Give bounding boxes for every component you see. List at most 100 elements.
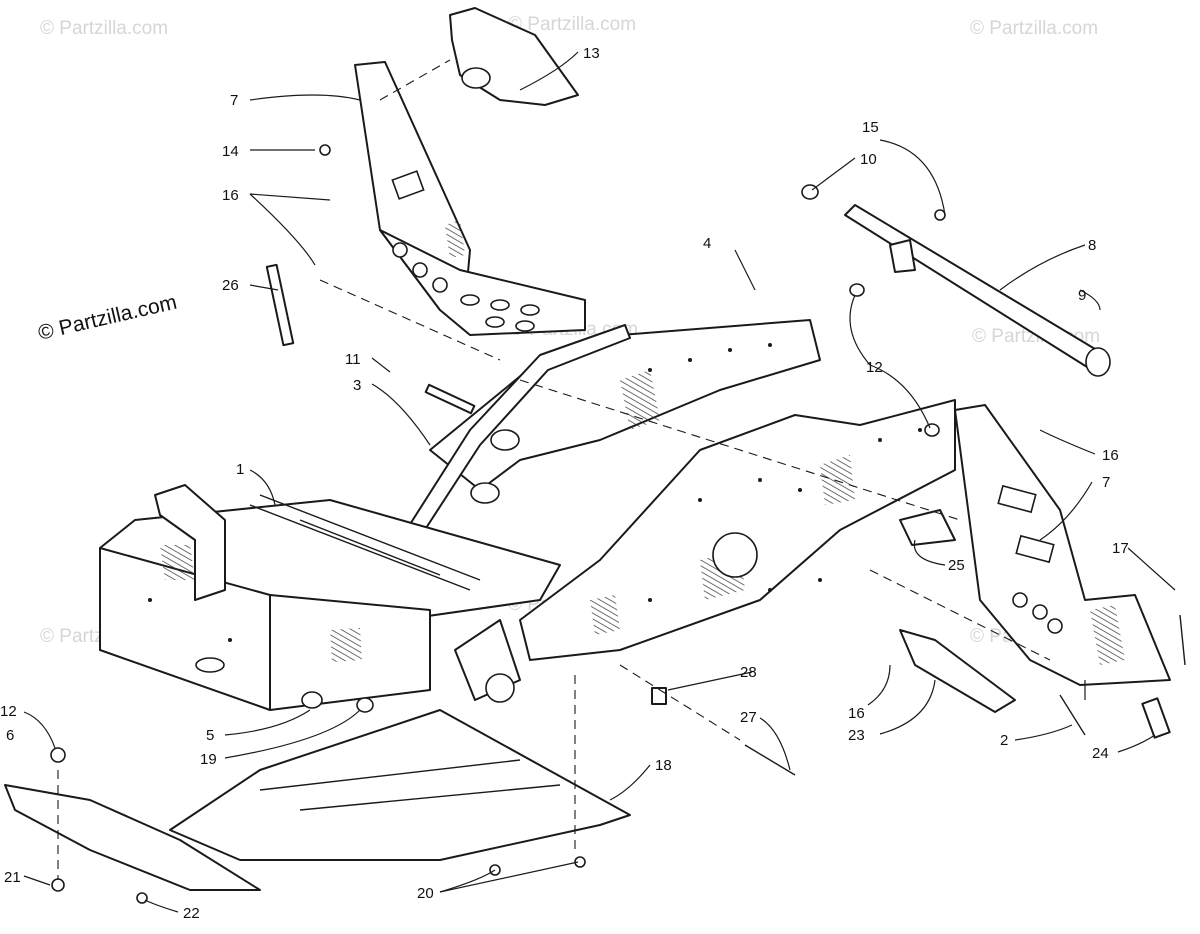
callout-7: 7: [230, 92, 238, 109]
callout-11: 11: [345, 351, 361, 368]
skid-bracket: [899, 629, 1016, 713]
belly-pan-rib: [299, 784, 561, 811]
callout-9: 9: [1078, 287, 1086, 304]
rivet-pin: [744, 744, 796, 776]
watermark-text: © Partzilla.com: [508, 14, 636, 35]
left-steering-bracket: [354, 61, 586, 336]
drive-tube-end: [485, 673, 515, 703]
bulkhead-oval-hole: [195, 657, 225, 673]
screw-head: [51, 878, 65, 892]
steering-post-end: [1085, 347, 1111, 377]
screw-head: [136, 892, 148, 904]
screw-head: [319, 144, 331, 156]
cup-hole: [461, 67, 491, 89]
rivet-holes: [148, 343, 922, 642]
footrest-hole: [520, 304, 540, 316]
strip-piece: [424, 383, 476, 415]
steering-post-clamp: [889, 239, 916, 273]
callout-27: 27: [740, 709, 757, 726]
hatch-shading: [160, 545, 195, 580]
callout-26: 26: [222, 277, 239, 294]
footrest-hole: [460, 294, 480, 306]
callout-15: 15: [862, 119, 879, 136]
steering-post: [801, 184, 1111, 437]
belly-pan: [169, 709, 631, 861]
hatch-shading: [1090, 605, 1125, 665]
bracket-slot: [1015, 534, 1055, 564]
callout-10: 10: [860, 151, 877, 168]
callout-7: 7: [1102, 474, 1110, 491]
right-steering-bracket: [954, 404, 1171, 686]
callout-2: 2: [1000, 732, 1008, 749]
partzilla-credit: © Partzilla.com: [36, 291, 179, 345]
callout-25: 25: [948, 557, 965, 574]
tunnel-tube-hole: [470, 482, 500, 504]
clip: [651, 687, 667, 705]
callout-5: 5: [206, 727, 214, 744]
washer: [356, 697, 374, 713]
callout-4: 4: [703, 235, 711, 252]
footrest-plate: [379, 229, 586, 336]
callout-1: 1: [236, 461, 244, 478]
footrest-hole: [515, 320, 535, 332]
watermark-text: © Partzilla.com: [40, 18, 168, 39]
bracket-hole: [1012, 592, 1028, 608]
bracket-slot: [391, 170, 425, 200]
bracket-hole: [392, 242, 408, 258]
callout-3: 3: [353, 377, 361, 394]
hatch-shading: [820, 455, 855, 505]
slide-rail: [299, 519, 441, 576]
assembly-lines: [57, 59, 1051, 880]
chassis-frame: [99, 319, 956, 713]
bracket-slot: [997, 484, 1037, 514]
hatch-shading: [330, 628, 362, 662]
callout-8: 8: [1088, 237, 1096, 254]
tunnel-bearing-hole: [712, 532, 758, 578]
steering-support-bracket: [154, 484, 226, 601]
callout-28: 28: [740, 664, 757, 681]
callout-21: 21: [4, 869, 21, 886]
callout-12: 12: [866, 359, 883, 376]
rivet-pin: [1179, 614, 1186, 666]
nut: [924, 423, 940, 437]
leader-lines: [23, 51, 1176, 913]
callout-24: 24: [1092, 745, 1109, 762]
footrest-hole: [490, 299, 510, 311]
callout-labels: 13 7 14 16 26 15 10 8 9 12 4 11 3 1 16 7…: [0, 45, 1129, 922]
hatch-shading: [445, 220, 465, 258]
callout-20: 20: [417, 885, 434, 902]
callout-14: 14: [222, 143, 239, 160]
tunnel-side-rail: [399, 324, 631, 546]
hatch-shading: [590, 595, 620, 635]
callout-18: 18: [655, 757, 672, 774]
callout-22: 22: [183, 905, 200, 922]
nut: [849, 283, 865, 297]
callout-17: 17: [1112, 540, 1129, 557]
washer: [301, 691, 323, 709]
watermark-text: © Partzilla.com: [970, 18, 1098, 39]
screw-head: [574, 856, 586, 868]
bracket-hole: [432, 277, 448, 293]
gusset-plate: [899, 509, 956, 546]
bracket-hole: [1047, 618, 1063, 634]
slide-rail: [259, 494, 481, 581]
belly-pan-rib: [259, 759, 521, 791]
front-skid-plate: [4, 784, 261, 891]
callout-12: 12: [0, 703, 17, 720]
slide-rail: [249, 504, 471, 591]
rivet-pin: [1059, 694, 1086, 736]
screw-head: [934, 209, 946, 221]
angle-bracket: [1141, 697, 1171, 739]
stop-strip: [265, 263, 295, 347]
bracket-hole: [412, 262, 428, 278]
callout-16: 16: [1102, 447, 1119, 464]
callout-13: 13: [583, 45, 600, 62]
callout-16: 16: [222, 187, 239, 204]
hatch-shading: [620, 370, 660, 430]
footrest-hole: [485, 316, 505, 328]
callout-19: 19: [200, 751, 217, 768]
tunnel-tube-hole: [490, 429, 520, 451]
callout-23: 23: [848, 727, 865, 744]
callout-16: 16: [848, 705, 865, 722]
